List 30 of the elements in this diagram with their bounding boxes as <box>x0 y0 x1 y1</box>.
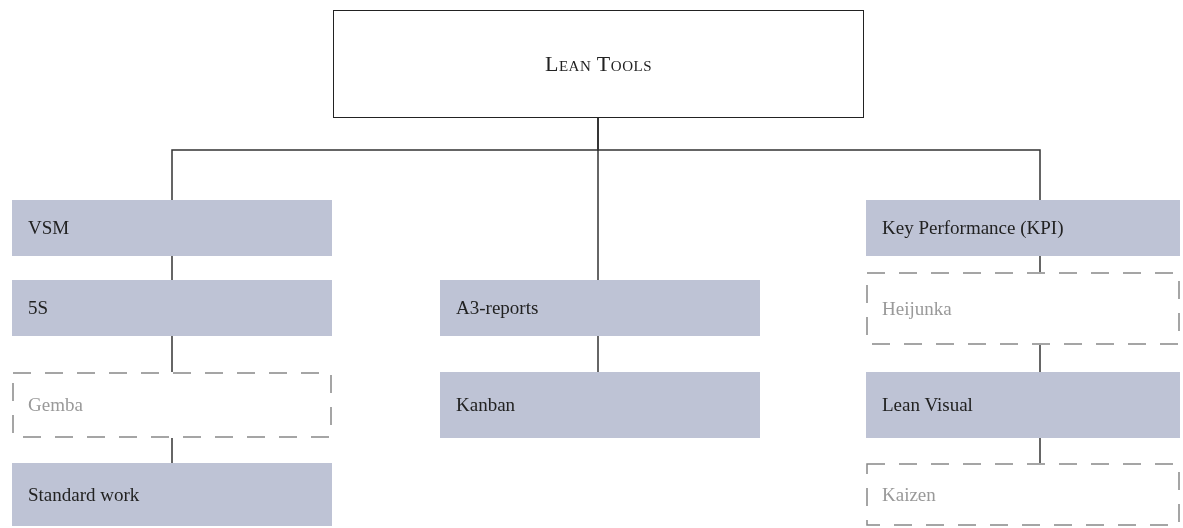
tool-box <box>866 200 1180 256</box>
tool-label: 5S <box>28 297 49 319</box>
tool-label: Key Performance (KPI) <box>882 217 1064 239</box>
tool-label: A3-reports <box>456 297 539 319</box>
connector-line <box>597 117 1041 201</box>
dashed-box <box>866 272 1180 345</box>
tool-label: VSM <box>28 217 70 239</box>
tool-label: Gemba <box>28 394 83 416</box>
connector-line <box>1039 255 1041 273</box>
connector-line <box>171 335 173 373</box>
dashed-box <box>12 372 332 438</box>
connector-line <box>1039 437 1041 464</box>
tool-box <box>12 200 332 256</box>
title-text: Lean Tools <box>545 51 652 77</box>
connector-line <box>171 437 173 464</box>
tool-label: Lean Visual <box>882 394 973 416</box>
tool-label: Kanban <box>456 394 516 416</box>
tool-box <box>440 280 760 336</box>
tool-label: Heijunka <box>882 297 952 320</box>
tool-box <box>12 280 332 336</box>
title-box <box>333 10 864 118</box>
tool-box <box>440 372 760 438</box>
connector-line <box>597 335 599 373</box>
connector-line <box>171 255 173 281</box>
tool-label: Standard work <box>28 483 140 506</box>
tool-box <box>866 372 1180 438</box>
tool-box <box>12 463 332 526</box>
connector-line <box>1039 344 1041 373</box>
dashed-box <box>866 463 1180 526</box>
tool-label: Kaizen <box>882 483 936 506</box>
